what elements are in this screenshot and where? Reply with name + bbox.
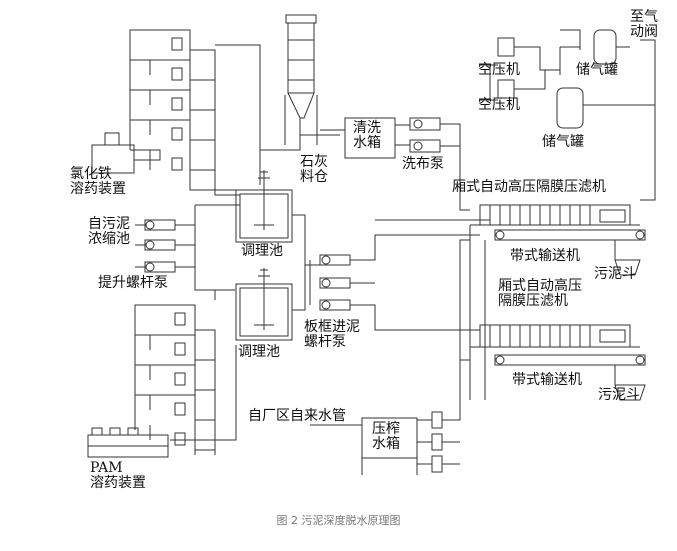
wash-water-tank: [320, 117, 470, 211]
label-sludge-hopper-2: 污泥斗: [598, 387, 640, 403]
label-lime-silo: 石灰 料仓: [300, 154, 328, 185]
label-air-tank-2: 储气罐: [542, 134, 584, 150]
label-conditioning-tank-2: 调理池: [238, 344, 280, 360]
label-pam-dosing: PAM 溶药装置: [90, 460, 146, 491]
figure-caption: 图 2 污泥深度脱水原理图: [276, 514, 401, 527]
pam-dosing-pipes: [134, 290, 216, 455]
label-to-pneumatic-valve: 至气 动阀: [630, 9, 658, 40]
filter-press-1: [470, 204, 640, 226]
label-sludge-thickener: 自污泥 浓缩池: [88, 216, 130, 247]
plate-frame-feed-pumps: [309, 219, 490, 331]
air-supply-system: [480, 29, 656, 201]
label-press-water-tank: 压榨 水箱: [372, 421, 400, 452]
label-filter-press-2: 厢式自动高压 隔膜压滤机: [498, 278, 582, 309]
belt-conveyor-2: [469, 225, 646, 401]
lime-silo: [259, 14, 340, 170]
label-filter-press-1: 厢式自动高压隔膜压滤机: [452, 179, 606, 195]
label-wash-water-tank: 清洗 水箱: [353, 120, 381, 151]
filter-press-2: [470, 324, 640, 348]
label-belt-conveyor-2: 带式输送机: [512, 372, 582, 388]
label-ferric-chloride-dosing: 氯化铁 溶药装置: [70, 166, 126, 197]
label-tap-water: 自厂区自来水管: [248, 408, 346, 424]
label-cloth-wash-pump: 洗布泵: [402, 156, 444, 172]
label-sludge-hopper-1: 污泥斗: [594, 266, 636, 282]
ferric-chloride-dosing-pipes: [129, 29, 261, 196]
lift-screw-pumps: [135, 204, 240, 291]
label-air-compressor-2: 空压机: [478, 97, 520, 113]
label-conditioning-tank-1: 调理池: [241, 243, 283, 259]
pam-dosing-unit: [87, 427, 169, 458]
label-belt-conveyor-1: 带式输送机: [510, 248, 580, 264]
label-air-tank-1: 储气罐: [576, 62, 618, 78]
label-plate-frame-feed-pump: 板框进泥 螺杆泵: [304, 319, 360, 350]
belt-conveyor-1: [494, 229, 646, 276]
conditioning-tanks: [170, 170, 320, 441]
ferric-chloride-tank: [91, 132, 161, 174]
label-air-compressor-1: 空压机: [478, 62, 520, 78]
label-lift-screw-pump: 提升螺杆泵: [98, 275, 168, 291]
press-water-tank: [310, 239, 470, 475]
